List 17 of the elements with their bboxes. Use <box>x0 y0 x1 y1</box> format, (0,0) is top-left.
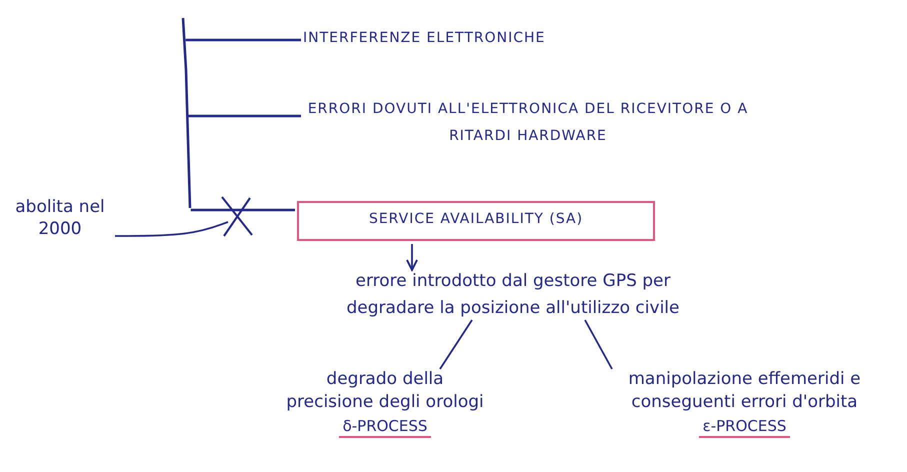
connector-line <box>584 320 613 370</box>
process-label: ε-PROCESS <box>698 416 790 438</box>
arrow <box>406 244 418 271</box>
branch-line <box>188 114 301 118</box>
note-text: INTERFERENZE ELETTRONICHE <box>303 30 546 46</box>
note-text: abolita nel 2000 <box>15 197 105 240</box>
branch-line <box>186 38 301 42</box>
note-text: degrado della precisione degli orologi <box>286 369 484 412</box>
box-label: SERVICE AVAILABILITY (SA) <box>368 211 584 227</box>
note-text: manipolazione effemeridi e conseguenti errori d'orbita <box>628 369 861 412</box>
highlighted-box <box>297 201 655 241</box>
branch-line <box>190 208 295 212</box>
process-label: δ-PROCESS <box>338 416 432 438</box>
note-text: errore introdotto dal gestore GPS per degradare la posizione all'utilizzo civile <box>346 271 680 318</box>
leader-line <box>115 221 228 237</box>
note-text: ERRORI DOVUTI ALL'ELETTRONICA DEL RICEVITORE O A RITARDI HARDWARE <box>308 101 748 144</box>
connector-line <box>439 320 473 370</box>
